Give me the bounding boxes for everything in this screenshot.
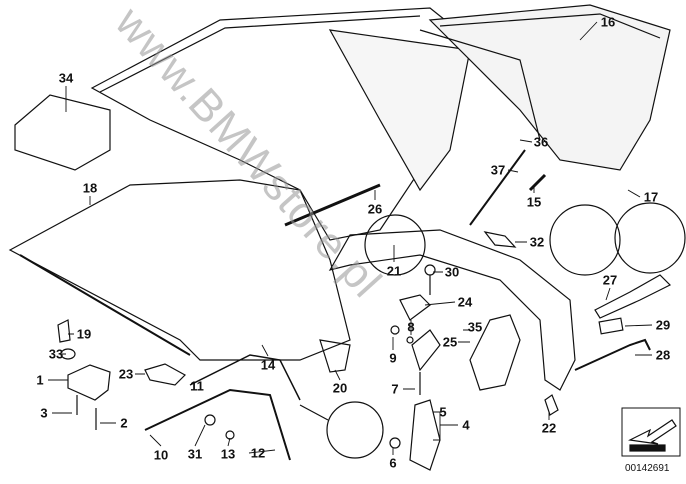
part-label-28[interactable]: 28 — [655, 347, 671, 363]
headliner — [8, 179, 351, 361]
screwdriver — [594, 274, 672, 319]
part-24 — [399, 294, 431, 321]
part-label-34[interactable]: 34 — [58, 70, 74, 86]
part-label-13[interactable]: 13 — [220, 446, 236, 462]
part-label-10[interactable]: 10 — [153, 447, 169, 463]
part-label-17[interactable]: 17 — [643, 189, 659, 205]
part-34 — [14, 94, 111, 171]
part-label-33[interactable]: 33 — [48, 346, 64, 362]
rear-glass — [428, 4, 671, 171]
part-label-19[interactable]: 19 — [76, 326, 92, 342]
part-label-6[interactable]: 6 — [389, 455, 397, 471]
part-label-4[interactable]: 4 — [462, 417, 470, 433]
part-label-31[interactable]: 31 — [187, 446, 203, 462]
part-label-21[interactable]: 21 — [386, 263, 402, 279]
orientation-arrow-icon — [621, 407, 681, 457]
bracket-1 — [67, 364, 111, 401]
part-label-12[interactable]: 12 — [250, 445, 266, 461]
seal-14 — [189, 354, 301, 401]
part-label-16[interactable]: 16 — [600, 14, 616, 30]
part-label-15[interactable]: 15 — [526, 194, 542, 210]
part-label-26[interactable]: 26 — [367, 201, 383, 217]
seal-37 — [469, 149, 526, 226]
part-label-11[interactable]: 11 — [190, 378, 204, 394]
part-label-36[interactable]: 36 — [533, 134, 549, 150]
part-label-35[interactable]: 35 — [467, 319, 483, 335]
strip-12 — [144, 388, 291, 461]
part-label-14[interactable]: 14 — [260, 357, 276, 373]
part-label-2[interactable]: 2 — [120, 415, 128, 431]
part-label-20[interactable]: 20 — [332, 380, 348, 396]
part-label-29[interactable]: 29 — [655, 317, 671, 333]
hook-wrench — [574, 338, 651, 371]
seal-36 — [419, 29, 541, 141]
hardtop-roof — [90, 7, 471, 241]
part-label-22[interactable]: 22 — [541, 420, 557, 436]
frame-21 — [328, 229, 576, 391]
part-label-5[interactable]: 5 — [439, 404, 447, 420]
part-label-8[interactable]: 8 — [407, 319, 415, 335]
part-label-24[interactable]: 24 — [457, 294, 473, 310]
part-label-30[interactable]: 30 — [444, 264, 460, 280]
part-label-23[interactable]: 23 — [118, 366, 134, 382]
detail-callout — [326, 401, 384, 459]
part-label-32[interactable]: 32 — [529, 234, 545, 250]
part-label-7[interactable]: 7 — [391, 381, 399, 397]
trim-15 — [528, 173, 547, 192]
part-32 — [483, 231, 517, 248]
part-label-37[interactable]: 37 — [490, 162, 506, 178]
part-label-9[interactable]: 9 — [389, 350, 397, 366]
part-label-18[interactable]: 18 — [82, 180, 98, 196]
drawing-code: 00142691 — [625, 463, 670, 474]
rear-window — [328, 29, 471, 192]
part-label-25[interactable]: 25 — [442, 334, 458, 350]
trim-26 — [284, 183, 381, 227]
part-label-1[interactable]: 1 — [36, 372, 44, 388]
part-label-27[interactable]: 27 — [602, 272, 618, 288]
part-label-3[interactable]: 3 — [40, 405, 48, 421]
